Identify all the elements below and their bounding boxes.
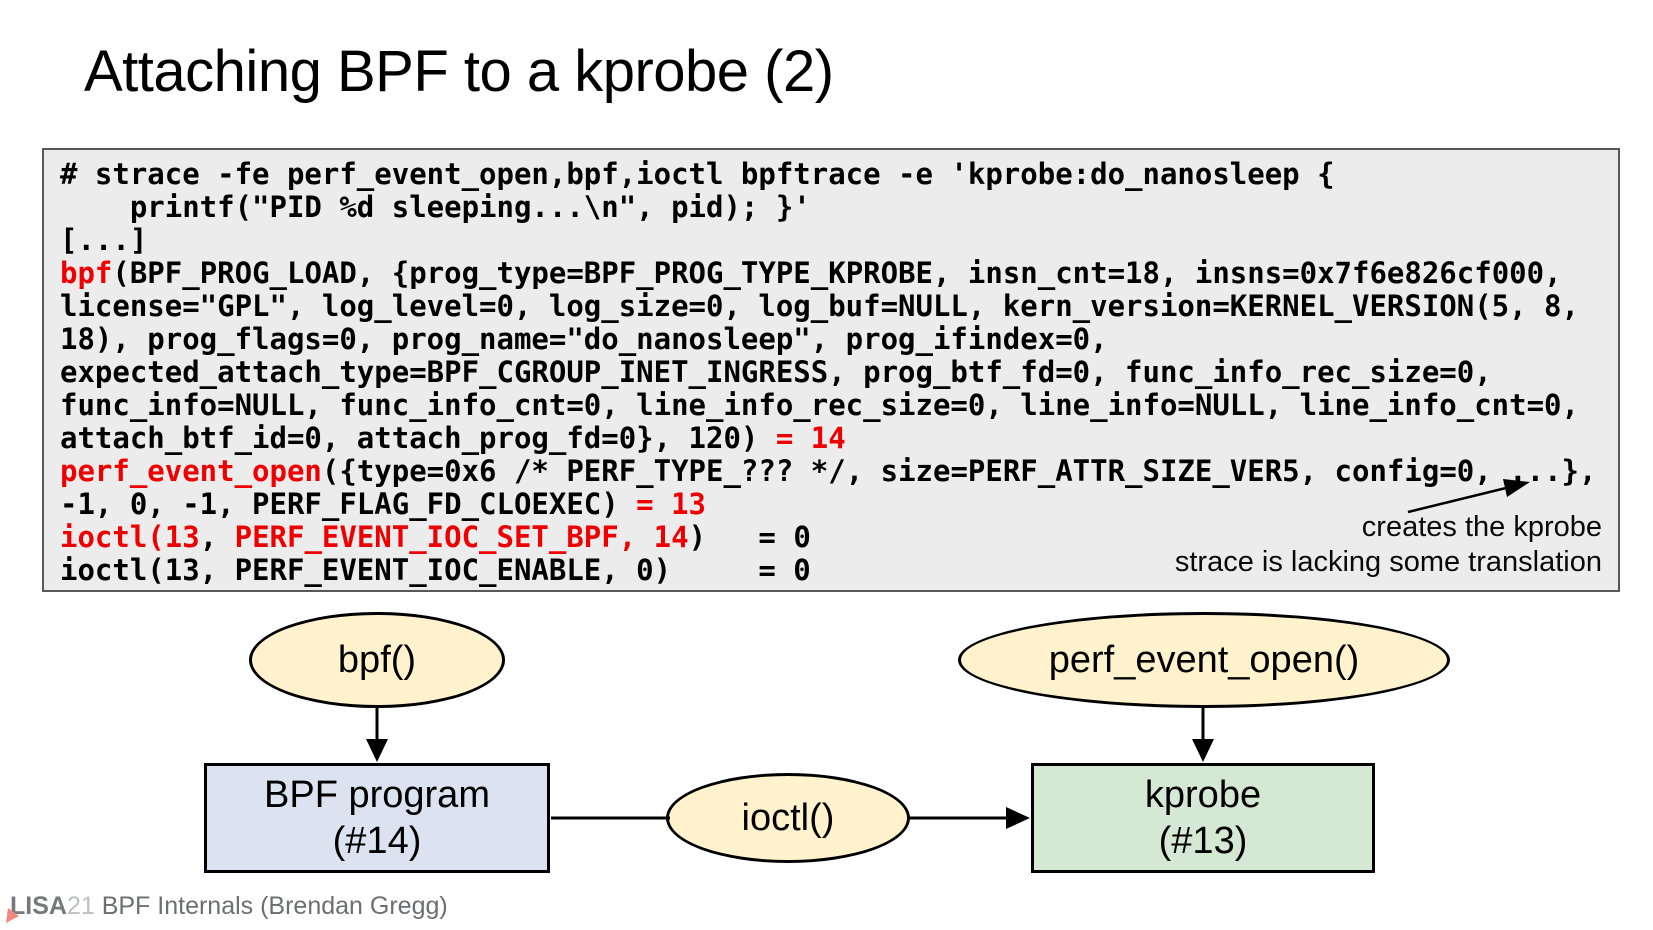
terminal-output-panel: # strace -fe perf_event_open,bpf,ioctl b…: [42, 148, 1620, 592]
code-segment: attach_btf_id=0, attach_prog_fd=0}, 120): [60, 421, 776, 455]
annotation-text: creates the kprobe strace is lacking som…: [1175, 510, 1602, 580]
footer-credit: BPF Internals (Brendan Gregg): [94, 892, 448, 920]
code-segment: [...]: [60, 223, 148, 257]
bpf-syscall-node: bpf(): [249, 612, 505, 708]
kprobe-fd: (#13): [1158, 820, 1248, 862]
kprobe-node: kprobe (#13): [1031, 763, 1375, 873]
code-segment: perf_event_open: [60, 454, 322, 488]
perf-event-open-syscall-node: perf_event_open(): [958, 612, 1450, 708]
slide-title: Attaching BPF to a kprobe (2): [84, 39, 834, 104]
code-line: bpf(BPF_PROG_LOAD, {prog_type=BPF_PROG_T…: [60, 257, 1618, 290]
annotation-line-1: creates the kprobe: [1361, 511, 1602, 543]
perf-to-kprobe-arrow: [1192, 707, 1214, 762]
ioctl-syscall-node: ioctl(): [666, 773, 910, 863]
annotation-line-2: strace is lacking some translation: [1174, 546, 1602, 578]
code-segment: (BPF_PROG_LOAD, {prog_type=BPF_PROG_TYPE…: [112, 256, 1562, 290]
code-segment: = 14: [775, 421, 846, 455]
code-line: func_info=NULL, func_info_cnt=0, line_in…: [60, 389, 1618, 422]
slide-footer: LISA21 BPF Internals (Brendan Gregg): [10, 892, 448, 921]
conference-logo-text: LISA: [10, 892, 67, 920]
code-segment: ioctl(13: [60, 520, 200, 554]
ioctl-to-kprobe-arrow: [907, 807, 1030, 829]
code-line: ioctl(13, PERF_EVENT_IOC_ENABLE, 0) = 0: [60, 554, 1618, 587]
code-segment: ({type=0x6 /* PERF_TYPE_??? */, size=PER…: [321, 454, 1597, 488]
code-segment: -1, 0, -1, PERF_FLAG_FD_CLOEXEC): [60, 487, 637, 521]
bpf-to-program-arrow: [366, 707, 388, 762]
code-line: -1, 0, -1, PERF_FLAG_FD_CLOEXEC) = 13: [60, 488, 1618, 521]
code-segment: bpf: [60, 256, 113, 290]
bpf-syscall-label: bpf(): [337, 638, 417, 681]
code-segment: = 13: [636, 487, 707, 521]
code-block: # strace -fe perf_event_open,bpf,ioctl b…: [44, 150, 1618, 587]
code-segment: expected_attach_type=BPF_CGROUP_INET_ING…: [60, 355, 1492, 389]
ioctl-syscall-label: ioctl(): [741, 796, 835, 839]
code-line: license="GPL", log_level=0, log_size=0, …: [60, 290, 1618, 323]
code-segment: printf("PID %d sleeping...\n", pid); }': [60, 190, 811, 224]
code-segment: license="GPL", log_level=0, log_size=0, …: [60, 289, 1579, 323]
code-line: perf_event_open({type=0x6 /* PERF_TYPE_?…: [60, 455, 1618, 488]
code-segment: ) = 0: [688, 520, 811, 554]
bpf-program-node: BPF program (#14): [204, 763, 550, 873]
code-line: 18), prog_flags=0, prog_name="do_nanosle…: [60, 323, 1618, 356]
conference-year: 21: [66, 892, 95, 920]
code-segment: ioctl(13, PERF_EVENT_IOC_ENABLE, 0) = 0: [60, 553, 811, 587]
perf-event-open-syscall-label: perf_event_open(): [1048, 638, 1360, 681]
code-line: # strace -fe perf_event_open,bpf,ioctl b…: [60, 158, 1618, 191]
bpf-program-fd: (#14): [332, 820, 422, 862]
code-line: attach_btf_id=0, attach_prog_fd=0}, 120)…: [60, 422, 1618, 455]
code-line: [...]: [60, 224, 1618, 257]
code-line: expected_attach_type=BPF_CGROUP_INET_ING…: [60, 356, 1618, 389]
code-segment: ,: [199, 520, 235, 554]
code-segment: 18), prog_flags=0, prog_name="do_nanosle…: [60, 322, 1108, 356]
bpf-program-label: BPF program: [264, 774, 490, 816]
code-line: printf("PID %d sleeping...\n", pid); }': [60, 191, 1618, 224]
code-segment: PERF_EVENT_IOC_SET_BPF, 14: [234, 520, 689, 554]
corner-mark-icon: [6, 908, 19, 923]
code-segment: func_info=NULL, func_info_cnt=0, line_in…: [60, 388, 1579, 422]
code-line: ioctl(13, PERF_EVENT_IOC_SET_BPF, 14) = …: [60, 521, 1618, 554]
code-segment: # strace -fe perf_event_open,bpf,ioctl b…: [60, 157, 1335, 191]
kprobe-label: kprobe: [1144, 774, 1262, 816]
